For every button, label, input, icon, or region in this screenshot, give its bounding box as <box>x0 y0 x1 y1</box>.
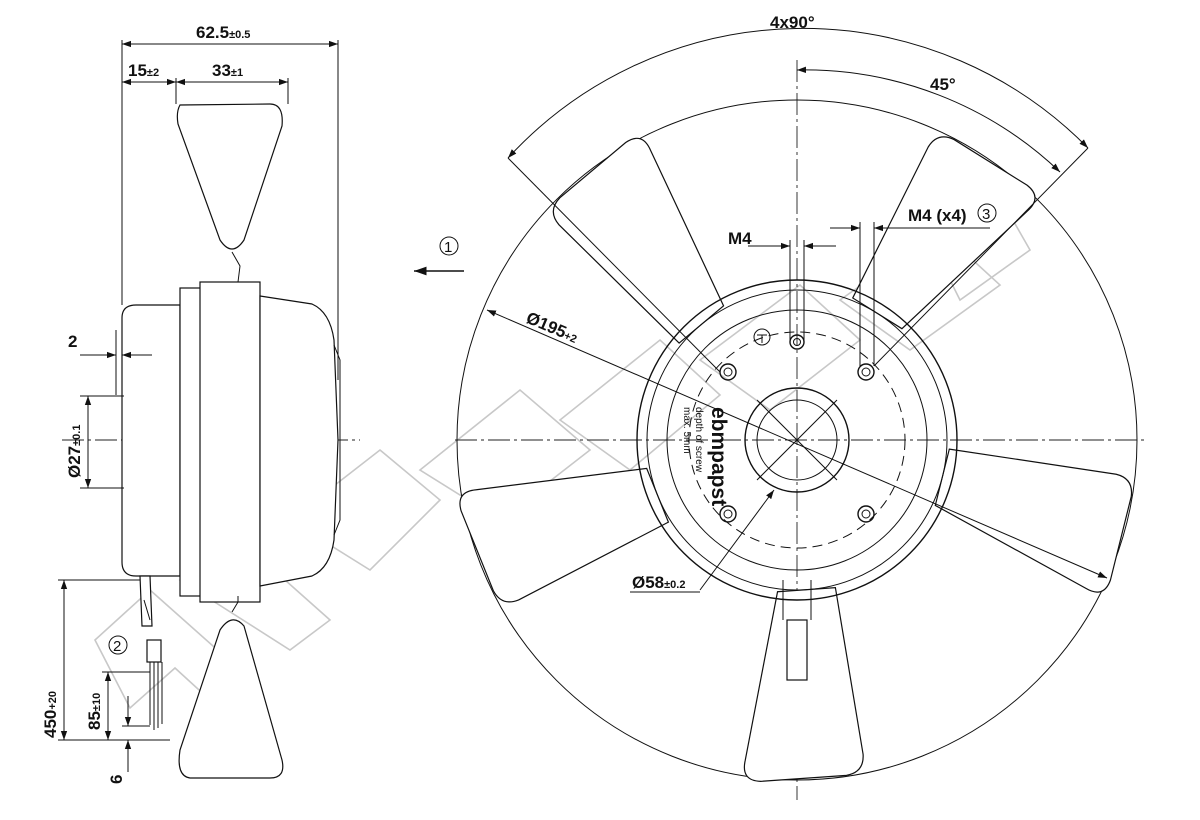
dim-thread-count: M4 (x4) <box>908 206 967 225</box>
dim-gap: 2 <box>68 332 77 351</box>
lower-blade <box>178 619 284 779</box>
dim-wire-end: 6 <box>107 775 126 784</box>
svg-text:3: 3 <box>982 206 990 223</box>
svg-text:1: 1 <box>444 239 452 256</box>
dim-angle-half: 45° <box>930 75 956 94</box>
svg-text:depth of screw: depth of screw <box>693 407 704 473</box>
dim-blade-width: 33±1 <box>212 61 243 80</box>
dim-thread-center: M4 <box>728 229 752 248</box>
dim-strip-length: 85±10 <box>85 693 104 730</box>
dim-fan-dia: Ø195+2 <box>523 308 580 347</box>
hub-cap <box>121 304 181 577</box>
dim-angle-total: 4x90° <box>770 13 815 32</box>
marker-3 <box>977 203 997 223</box>
dim-hub-dia: Ø58±0.2 <box>632 573 685 592</box>
side-view: 62.5±0.5 15±2 33±1 2 Ø27±0.1 450+20 85±1… <box>41 23 360 784</box>
front-view: ebmpapst depth of screw max. 5mm 4x90° 4… <box>414 13 1145 800</box>
brand-label: ebmpapst depth of screw max. 5mm <box>681 407 730 506</box>
upper-blade <box>176 103 283 250</box>
marker-2 <box>108 635 128 655</box>
svg-text:2: 2 <box>113 638 121 655</box>
fan-blade <box>851 136 1036 330</box>
dim-overall-width: 62.5±0.5 <box>196 23 250 42</box>
fan-blade <box>552 137 725 344</box>
svg-text:ebmpapst: ebmpapst <box>707 407 730 506</box>
rotor-dome <box>259 295 339 587</box>
fan-blade <box>743 587 864 782</box>
svg-text:max. 5mm: max. 5mm <box>681 407 692 454</box>
cable <box>139 575 153 627</box>
dim-cable-length: 450+20 <box>41 691 60 738</box>
dim-offset: 15±2 <box>128 61 159 80</box>
marker-1 <box>439 236 459 256</box>
dim-shaft-dia: Ø27±0.1 <box>65 425 84 478</box>
